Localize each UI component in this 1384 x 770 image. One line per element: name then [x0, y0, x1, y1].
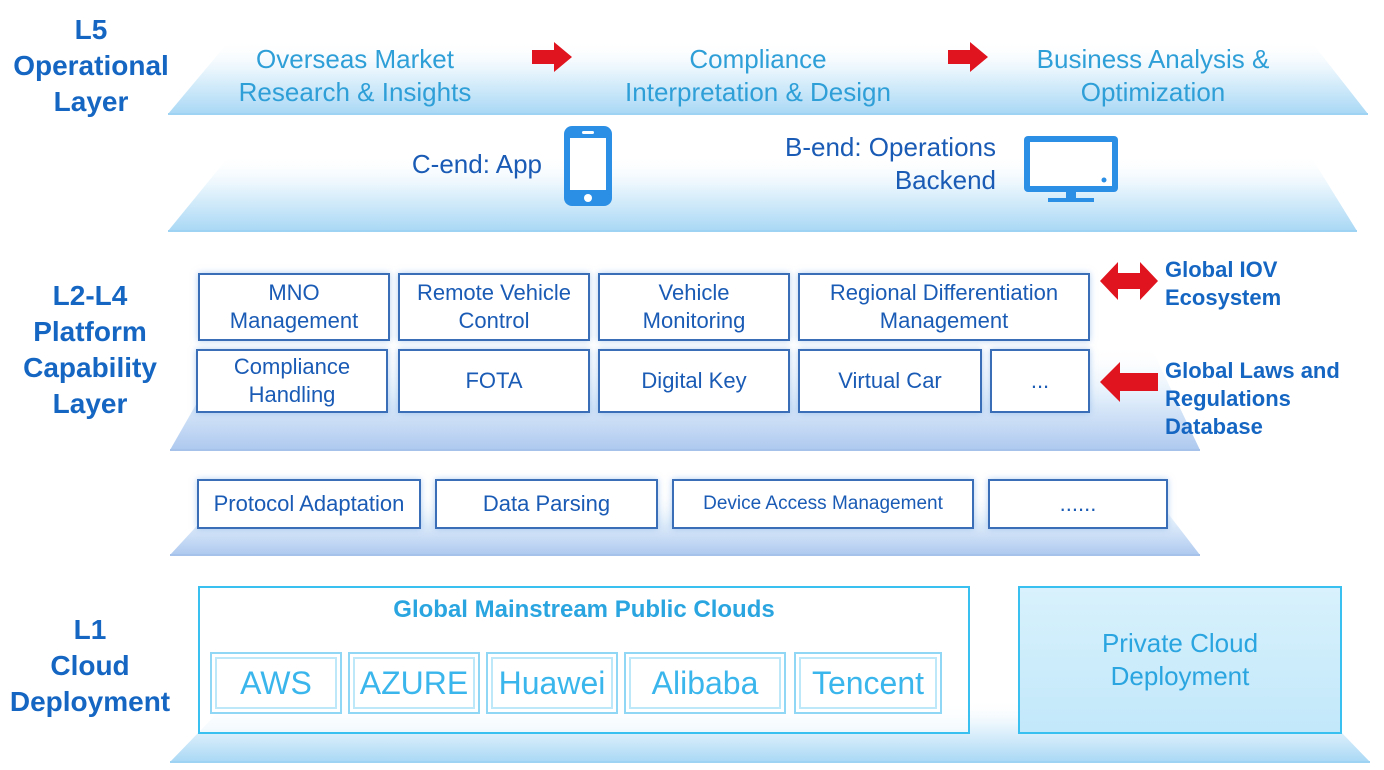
- arrow-right-icon: [948, 42, 988, 72]
- vendor-tencent: Tencent: [794, 652, 942, 714]
- layer-title-l2-l4: L2-L4 Platform Capability Layer: [4, 278, 176, 422]
- flow-step-line: Business Analysis &: [1036, 44, 1270, 74]
- layer-title-line: Capability: [23, 352, 157, 383]
- layer-title-line: Platform: [33, 316, 147, 347]
- capability-fota: FOTA: [398, 349, 590, 413]
- capability-text: Management: [879, 308, 1009, 333]
- access-text: Data Parsing: [482, 491, 611, 516]
- access-data-parsing: Data Parsing: [435, 479, 658, 529]
- capability-text: FOTA: [465, 368, 523, 393]
- capability-vehicle-monitoring: Vehicle Monitoring: [598, 273, 790, 341]
- monitor-icon: [1024, 136, 1118, 202]
- flow-step-line: Compliance: [689, 44, 827, 74]
- private-cloud-box: Private Cloud Deployment: [1018, 586, 1342, 734]
- flow-step-line: Interpretation & Design: [625, 77, 891, 107]
- vendor-aws: AWS: [210, 652, 342, 714]
- capability-more: ...: [990, 349, 1090, 413]
- double-arrow-icon: [1100, 262, 1158, 300]
- private-cloud-text: Deployment: [1110, 661, 1250, 691]
- capability-compliance-handling: Compliance Handling: [196, 349, 388, 413]
- access-more: ......: [988, 479, 1168, 529]
- capability-mno-management: MNO Management: [198, 273, 390, 341]
- layer-title-line: Operational: [13, 50, 169, 81]
- capability-text: Digital Key: [641, 368, 747, 393]
- layer-title-line: L5: [74, 14, 108, 45]
- c-end-text: C-end: App: [411, 149, 542, 179]
- layer-title-line: L1: [73, 614, 107, 645]
- flow-step-line: Optimization: [1080, 77, 1226, 107]
- capability-text: Remote Vehicle: [416, 280, 572, 305]
- flow-step-compliance-design: Compliance Interpretation & Design: [598, 43, 918, 109]
- capability-text: Management: [229, 308, 359, 333]
- capability-text: ...: [1030, 368, 1050, 393]
- vendor-alibaba: Alibaba: [624, 652, 786, 714]
- side-label-text: Global IOV: [1165, 257, 1278, 282]
- arrow-right-icon: [532, 42, 572, 72]
- access-text: Protocol Adaptation: [213, 491, 405, 516]
- capability-text: Virtual Car: [838, 368, 942, 393]
- vendor-huawei: Huawei: [486, 652, 618, 714]
- access-device-management: Device Access Management: [672, 479, 974, 529]
- c-end-label: C-end: App: [380, 148, 542, 181]
- flow-step-line: Overseas Market: [256, 44, 454, 74]
- layer-title-line: L2-L4: [52, 280, 128, 311]
- access-text: Device Access Management: [703, 493, 943, 514]
- capability-text: MNO: [268, 280, 320, 305]
- layer-title-line: Deployment: [9, 686, 171, 717]
- side-label-text: Global Laws and: [1165, 358, 1340, 383]
- public-cloud-frame: [198, 586, 970, 734]
- capability-regional-differentiation: Regional Differentiation Management: [798, 273, 1090, 341]
- layer-title-l1: L1 Cloud Deployment: [4, 612, 176, 720]
- capability-remote-vehicle-control: Remote Vehicle Control: [398, 273, 590, 341]
- side-label-text: Regulations: [1165, 386, 1291, 411]
- layer-title-line: Cloud: [50, 650, 130, 681]
- arrow-left-icon: [1100, 362, 1158, 402]
- layer-title-l5: L5 Operational Layer: [6, 12, 176, 120]
- capability-text: Monitoring: [642, 308, 746, 333]
- side-label-text: Database: [1165, 414, 1263, 439]
- b-end-text: B-end: Operations: [784, 132, 996, 162]
- platform-l5-top: [168, 40, 1368, 114]
- layer-title-line: Layer: [52, 388, 128, 419]
- capability-text: Compliance: [233, 354, 351, 379]
- side-label-text: Ecosystem: [1165, 285, 1282, 310]
- smartphone-icon: [564, 126, 612, 206]
- capability-text: Vehicle: [658, 280, 730, 305]
- b-end-text: Backend: [894, 165, 996, 195]
- capability-virtual-car: Virtual Car: [798, 349, 982, 413]
- flow-step-line: Research & Insights: [238, 77, 472, 107]
- flow-step-market-research: Overseas Market Research & Insights: [215, 43, 495, 109]
- vendor-azure: AZURE: [348, 652, 480, 714]
- private-cloud-text: Private Cloud: [1101, 628, 1259, 658]
- side-label-ecosystem: Global IOV Ecosystem: [1165, 256, 1365, 312]
- capability-digital-key: Digital Key: [598, 349, 790, 413]
- capability-text: Control: [458, 308, 530, 333]
- capability-text: Regional Differentiation: [829, 280, 1059, 305]
- b-end-label: B-end: Operations Backend: [740, 131, 996, 197]
- side-label-laws: Global Laws and Regulations Database: [1165, 357, 1375, 441]
- layer-title-line: Layer: [53, 86, 129, 117]
- capability-text: Handling: [248, 382, 336, 407]
- flow-step-business-analysis: Business Analysis & Optimization: [1010, 43, 1296, 109]
- public-cloud-title: Global Mainstream Public Clouds: [393, 596, 775, 623]
- access-protocol-adaptation: Protocol Adaptation: [197, 479, 421, 529]
- access-text: ......: [1059, 491, 1097, 516]
